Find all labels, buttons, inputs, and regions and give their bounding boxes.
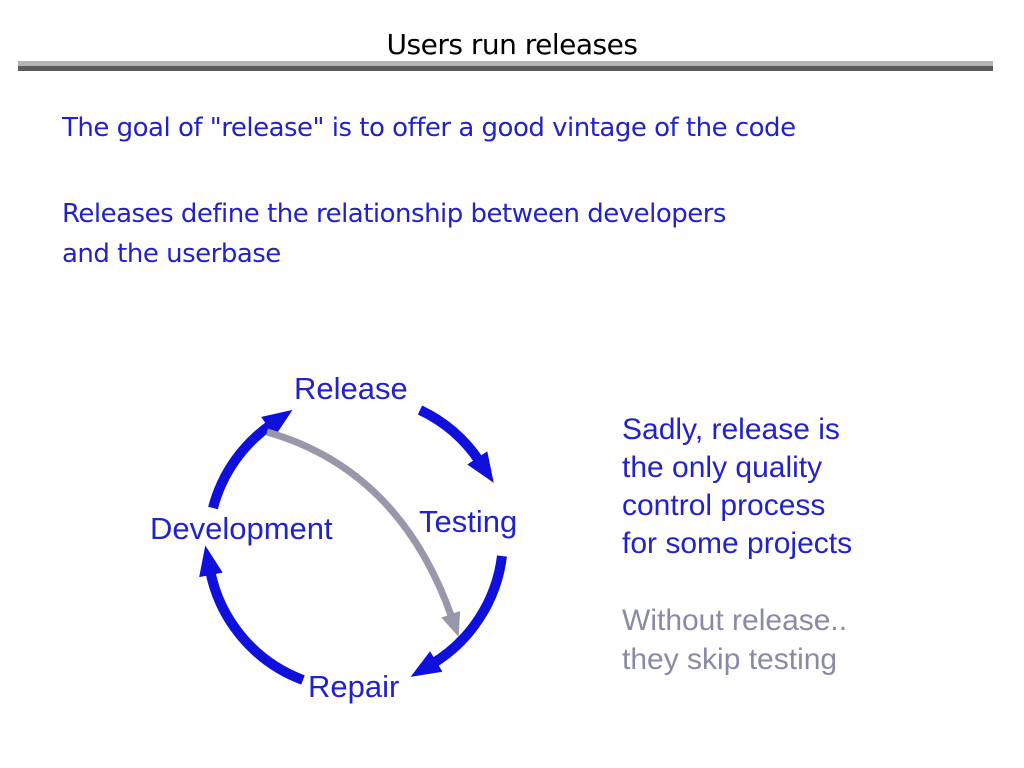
title-divider bbox=[18, 61, 993, 71]
slide-title: Users run releases bbox=[386, 28, 638, 61]
node-label-release: Release bbox=[294, 371, 408, 406]
node-label-repair: Repair bbox=[308, 669, 400, 704]
node-label-testing: Testing bbox=[419, 504, 518, 539]
shortcut-release-to-repair-arrow bbox=[266, 428, 461, 637]
body-paragraph-relationship: Releases define the relationship between… bbox=[62, 199, 726, 269]
arc-development-to-release-arrow bbox=[208, 409, 293, 510]
node-label-development: Development bbox=[150, 511, 333, 546]
arc-release-to-testing-arrow bbox=[417, 405, 494, 483]
divider-light-bar bbox=[18, 61, 993, 66]
side-note-quality-control: Sadly, release is the only quality contr… bbox=[622, 413, 853, 560]
divider-dark-bar bbox=[18, 66, 993, 71]
body-paragraph-goal: The goal of "release" is to offer a good… bbox=[62, 113, 796, 143]
arc-testing-to-repair-arrow bbox=[410, 555, 507, 677]
arc-repair-to-development-arrow bbox=[199, 545, 305, 685]
side-note-skip-testing: Without release.. they skip testing bbox=[622, 604, 848, 676]
